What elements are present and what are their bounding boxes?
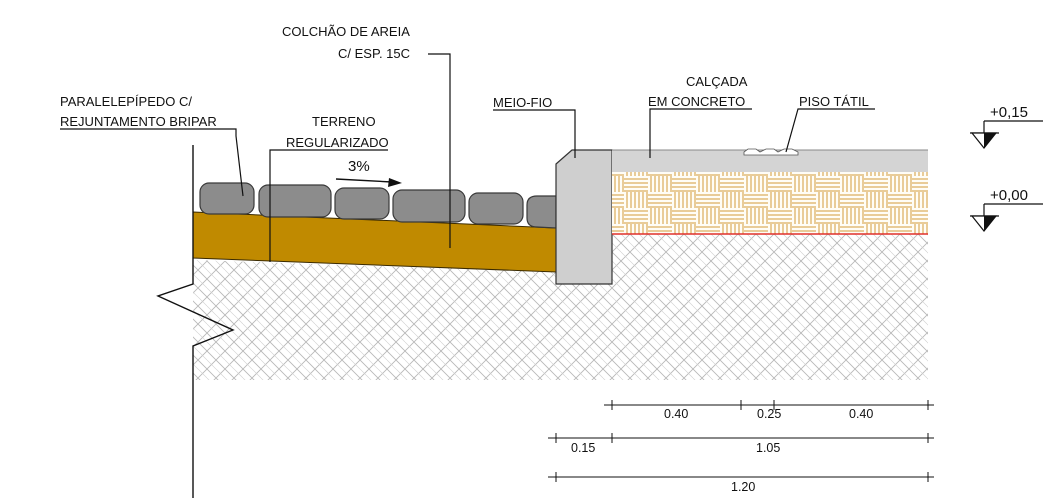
leader-piso-tatil [785,108,875,153]
leader-paralelepipedo [60,128,244,197]
dimension-0-25: 0.25 [757,407,781,421]
label-piso-tatil: PISO TÁTIL [799,94,869,109]
paving-stone [258,184,332,218]
label-calcada-line1: CALÇADA [686,74,748,89]
leader-terreno [269,149,388,262]
leader-meio-fio [493,109,576,158]
leader-calcada [649,108,752,158]
soil-ground [193,234,928,380]
paving-stone [468,192,524,225]
label-terreno-line2: REGULARIZADO [286,135,389,150]
level-marker-top: +0,15 [970,104,1043,149]
dimension-0-15: 0.15 [571,441,595,455]
label-paralelepipedo-line1: PARALELEPÍPEDO C/ [60,94,192,109]
slope-label: 3% [348,158,370,175]
dimension-0-40-b: 0.40 [849,407,873,421]
paving-stone [526,195,557,229]
label-meio-fio: MEIO-FIO [493,95,552,110]
sidewalk-base-layer [612,172,928,234]
label-paralelepipedo-line2: REJUNTAMENTO BRIPAR [60,114,217,129]
level-marker-base: +0,00 [970,187,1043,232]
dimension-1-20: 1.20 [731,480,755,494]
tactile-paving [743,148,799,156]
paving-stones [199,182,557,229]
dimension-row-2 [548,433,934,443]
slope-arrow [335,178,393,183]
slope-arrow-head [388,178,402,187]
paving-stone [392,189,466,223]
svg-text:+0,15: +0,15 [990,104,1028,121]
paving-stone [199,182,255,215]
label-colchao-line2: C/ ESP. 15C [338,46,410,61]
break-line [156,145,235,498]
leader-colchao [428,53,451,248]
label-terreno-line1: TERRENO [312,114,376,129]
label-colchao-line1: COLCHÃO DE AREIA [282,24,410,39]
dimension-0-40-a: 0.40 [664,407,688,421]
sidewalk-slab [612,150,928,172]
dimension-1-05: 1.05 [756,441,780,455]
label-calcada-line2: EM CONCRETO [648,94,745,109]
dimension-row-1 [604,400,934,410]
curb [555,149,613,285]
paving-stone [334,187,390,220]
dimension-row-3 [548,472,934,482]
svg-text:+0,00: +0,00 [990,187,1028,204]
